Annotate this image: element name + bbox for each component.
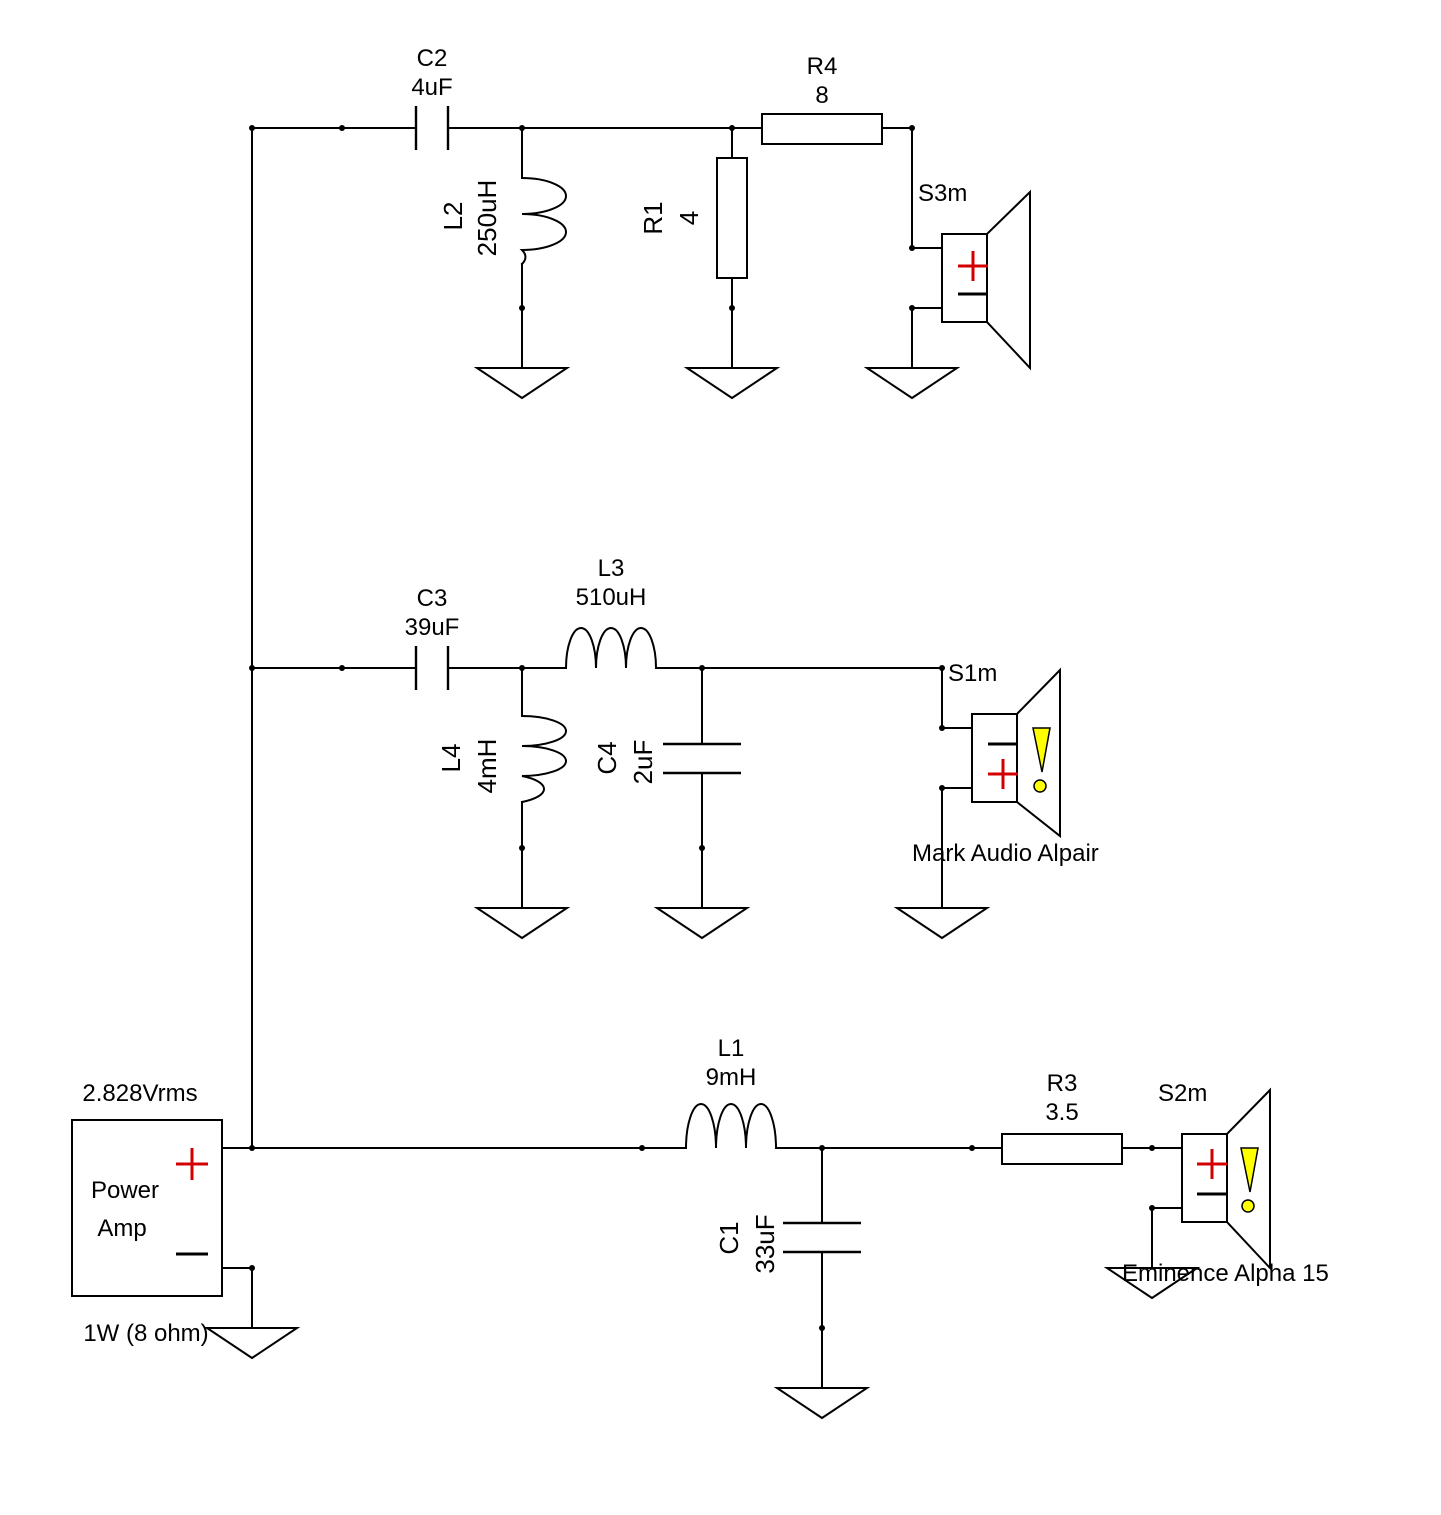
ground-icon (473, 907, 571, 940)
inductor-l3[interactable] (564, 627, 658, 670)
label-l1-value: 9mH (706, 1064, 757, 1091)
ground-icon (473, 367, 571, 400)
label-s1m-model: Mark Audio Alpair (912, 840, 1099, 867)
label-l4-value: 4mH (472, 739, 502, 794)
amp-voltage-label: 2.828Vrms (82, 1080, 197, 1107)
amp-name-line1: Power (91, 1177, 159, 1204)
warning-icon (1240, 1147, 1259, 1213)
label-c1-value: 33uF (750, 1214, 780, 1273)
label-s2m-ref: S2m (1158, 1080, 1207, 1107)
resistor-r3[interactable] (1001, 1133, 1123, 1165)
label-l2-ref: L2 (438, 202, 468, 231)
label-c1-ref: C1 (714, 1221, 744, 1254)
label-r3-value: 3.5 (1045, 1099, 1078, 1126)
label-s1m-ref: S1m (948, 660, 997, 687)
power-amp[interactable] (71, 1119, 253, 1329)
junction-dots (249, 125, 1155, 1331)
capacitor-c2[interactable] (414, 106, 450, 150)
label-r1-value: 4 (674, 211, 704, 225)
label-r1-ref: R1 (638, 201, 668, 234)
inductor-l2[interactable] (519, 176, 567, 266)
ground-icon (773, 1387, 871, 1420)
label-l3-ref: L3 (598, 555, 625, 582)
ground-icon (203, 1327, 301, 1360)
inductor-l4[interactable] (520, 714, 567, 804)
woofer-branch (251, 1087, 1271, 1389)
speaker-s1m[interactable] (971, 667, 1061, 839)
label-s3m-ref: S3m (918, 180, 967, 207)
capacitor-c3[interactable] (414, 646, 450, 690)
capacitor-c4[interactable] (663, 742, 741, 775)
ground-icon (1103, 1267, 1201, 1300)
label-r4-value: 8 (815, 82, 828, 109)
ground-icon (863, 367, 961, 400)
label-l1-ref: L1 (718, 1035, 745, 1062)
ground-icon (653, 907, 751, 940)
label-c3-ref: C3 (417, 585, 448, 612)
tweeter-branch (251, 106, 1031, 371)
main-bus-wire (221, 127, 253, 1149)
label-c2-ref: C2 (417, 45, 448, 72)
label-r4-ref: R4 (807, 53, 838, 80)
resistor-r4[interactable] (761, 113, 883, 145)
warning-icon (1032, 727, 1051, 793)
amp-power-label: 1W (8 ohm) (83, 1320, 208, 1347)
ground-icon (893, 907, 991, 940)
label-c2-value: 4uF (411, 74, 452, 101)
label-s2m-model: Eminence Alpha 15 (1122, 1260, 1329, 1287)
amp-name-line2: Amp (97, 1215, 146, 1242)
inductor-l1[interactable] (684, 1103, 778, 1150)
ground-icon (683, 367, 781, 400)
label-l4-ref: L4 (436, 744, 466, 773)
label-c3-value: 39uF (405, 614, 460, 641)
capacitor-c1[interactable] (783, 1221, 861, 1254)
speaker-s2m[interactable] (1181, 1087, 1271, 1271)
label-c4-ref: C4 (592, 741, 622, 774)
label-l3-value: 510uH (576, 584, 647, 611)
speaker-s3m[interactable] (941, 189, 1031, 371)
resistor-r1[interactable] (716, 157, 748, 279)
label-l2-value: 250uH (472, 180, 502, 257)
label-r3-ref: R3 (1047, 1070, 1078, 1097)
label-c4-value: 2uF (628, 740, 658, 785)
